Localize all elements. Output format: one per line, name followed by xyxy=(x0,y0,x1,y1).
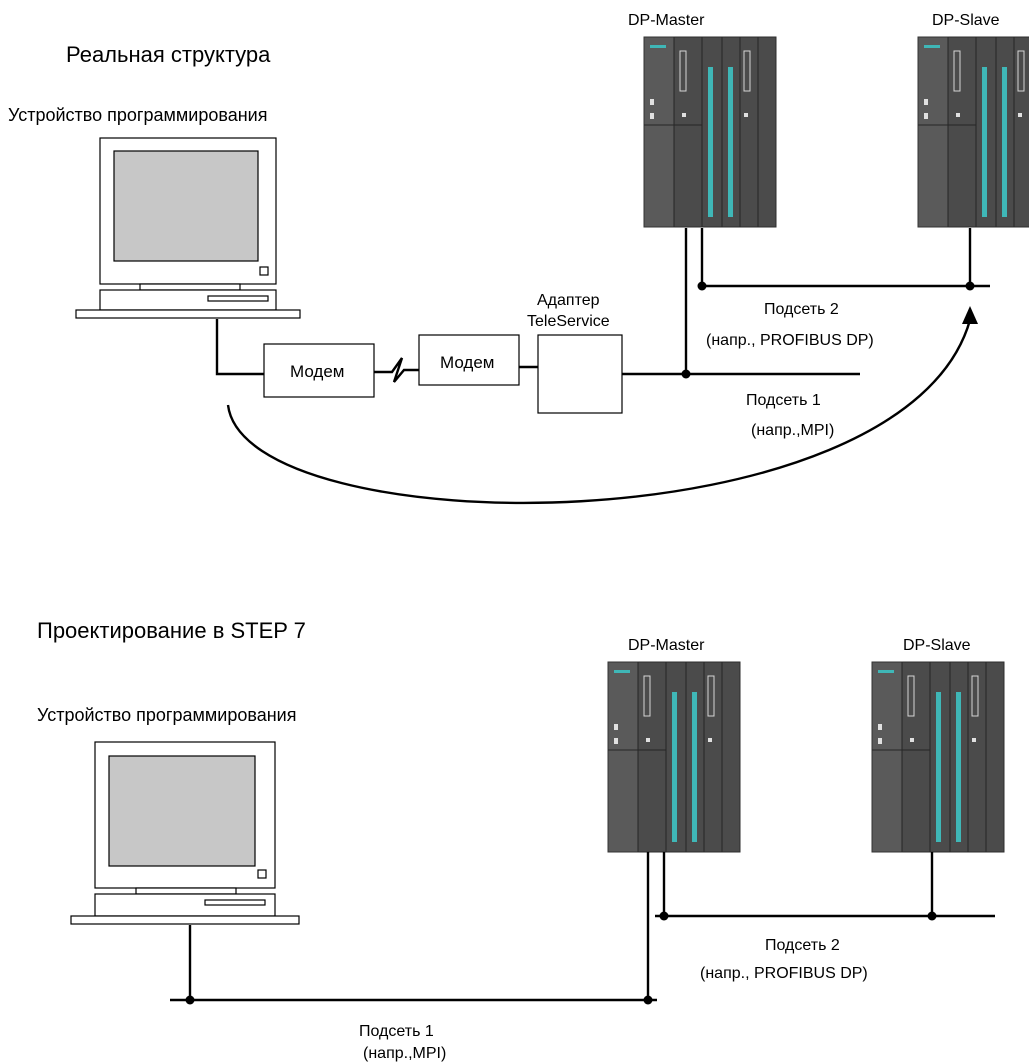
top-adapter-line2: TeleService xyxy=(527,313,610,330)
top-modem-left-label: Модем xyxy=(290,362,345,381)
bottom-subnet1-line2: (напр.,MPI) xyxy=(363,1045,446,1062)
bottom-slave-label: DP-Slave xyxy=(903,637,971,654)
top-master-label: DP-Master xyxy=(628,12,705,29)
top-dp-slave xyxy=(917,36,1029,228)
bottom-pg-label: Устройство программирования xyxy=(37,705,296,725)
top-modem-right-label: Модем xyxy=(440,353,495,372)
bottom-subnet2-line2: (напр., PROFIBUS DP) xyxy=(700,965,868,982)
bottom-title: Проектирование в STEP 7 xyxy=(37,618,306,643)
bottom-dp-slave xyxy=(871,661,1005,853)
top-dp-master xyxy=(643,36,777,228)
bottom-subnet1-line1: Подсеть 1 xyxy=(359,1023,434,1040)
bottom-master-label: DP-Master xyxy=(628,637,705,654)
bottom-subnet2-line1: Подсеть 2 xyxy=(765,937,840,954)
bottom-dp-master xyxy=(607,661,741,853)
top-adapter-box xyxy=(537,334,623,414)
top-subnet2-line1: Подсеть 2 xyxy=(764,301,839,318)
top-subnet2-line2: (напр., PROFIBUS DP) xyxy=(706,332,874,349)
top-subnet1-line1: Подсеть 1 xyxy=(746,392,821,409)
top-adapter-line1: Адаптер xyxy=(537,292,600,309)
top-programming-device xyxy=(75,137,301,319)
top-wiring: Модем Модем Адаптер TeleService xyxy=(215,228,990,505)
top-subnet1-line2: (напр.,MPI) xyxy=(751,422,834,439)
bottom-programming-device xyxy=(70,741,300,925)
top-slave-label: DP-Slave xyxy=(932,12,1000,29)
top-arrow-head xyxy=(962,306,978,324)
top-title: Реальная структура xyxy=(66,42,271,67)
bottom-wiring xyxy=(170,852,995,1005)
top-logical-path-arc xyxy=(226,319,972,505)
top-modem-right-box xyxy=(418,334,520,386)
top-modem-left-box xyxy=(263,343,375,398)
top-pg-label: Устройство программирования xyxy=(8,105,267,125)
